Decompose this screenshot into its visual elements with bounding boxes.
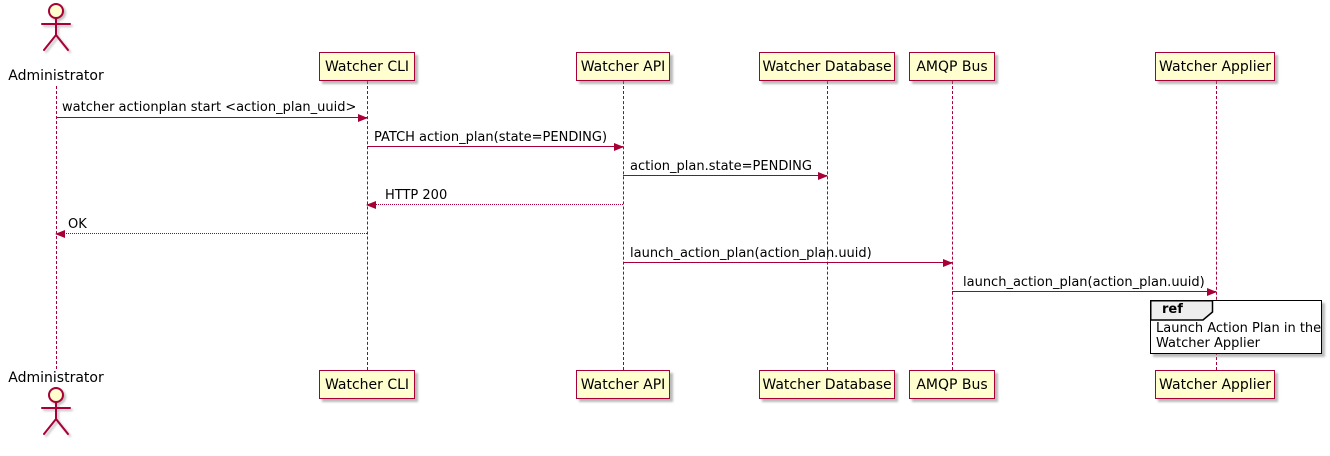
message-arrow-http-200 [366,201,623,209]
lifeline-watcher-cli [367,81,368,370]
arrowhead-left-icon [55,230,65,238]
participant-watcher-database-top: Watcher Database [759,52,895,81]
participant-watcher-api-top: Watcher API [576,52,670,81]
message-label-launch-action-plan-amqp: launch_action_plan(action_plan.uuid) [963,275,1205,290]
message-label-launch-action-plan-api: launch_action_plan(action_plan.uuid) [630,246,872,261]
message-label-actionplan-start: watcher actionplan start <action_plan_uu… [62,100,357,115]
ref-keyword: ref [1162,302,1183,317]
arrowhead-right-icon [614,143,624,151]
arrowhead-right-icon [943,259,953,267]
participant-watcher-api-bottom: Watcher API [576,370,670,399]
actor-name-bottom: Administrator [8,370,104,386]
arrowhead-right-icon [1207,288,1217,296]
participant-watcher-database-bottom: Watcher Database [759,370,895,399]
arrowhead-left-icon [366,201,376,209]
arrowhead-right-icon [358,114,368,122]
ref-text: Launch Action Plan in the Watcher Applie… [1156,321,1321,351]
message-arrow-launch-action-plan-api [623,259,953,267]
message-label-state-pending: action_plan.state=PENDING [630,159,812,174]
participant-amqp-bus-top: AMQP Bus [909,52,995,81]
message-arrow-launch-action-plan-amqp [952,288,1217,296]
lifeline-watcher-database [827,81,828,370]
message-arrow-ok [55,230,367,238]
participant-watcher-cli-top: Watcher CLI [319,52,415,81]
actor-figure-icon [41,387,71,435]
message-label-http-200: HTTP 200 [385,188,448,203]
arrowhead-right-icon [818,172,828,180]
lifeline-watcher-api [623,81,624,370]
ref-header-shape [1150,300,1214,321]
ref-text-line-1: Launch Action Plan in the [1156,321,1322,336]
message-label-patch-action-plan: PATCH action_plan(state=PENDING) [374,130,608,145]
lifeline-amqp-bus [952,81,953,370]
message-arrow-actionplan-start [56,114,368,122]
message-arrow-patch-action-plan [367,143,624,151]
participant-watcher-applier-bottom: Watcher Applier [1155,370,1275,399]
actor-name-top: Administrator [8,68,104,84]
participant-watcher-applier-top: Watcher Applier [1155,52,1275,81]
actor-figure-icon [41,3,71,51]
message-label-ok: OK [68,217,87,232]
ref-fragment: ref Launch Action Plan in the Watcher Ap… [1150,300,1322,354]
ref-text-line-2: Watcher Applier [1156,336,1260,351]
participant-watcher-cli-bottom: Watcher CLI [319,370,415,399]
lifeline-administrator [56,86,57,369]
message-arrow-state-pending [623,172,828,180]
participant-amqp-bus-bottom: AMQP Bus [909,370,995,399]
lifeline-watcher-applier [1216,81,1217,370]
